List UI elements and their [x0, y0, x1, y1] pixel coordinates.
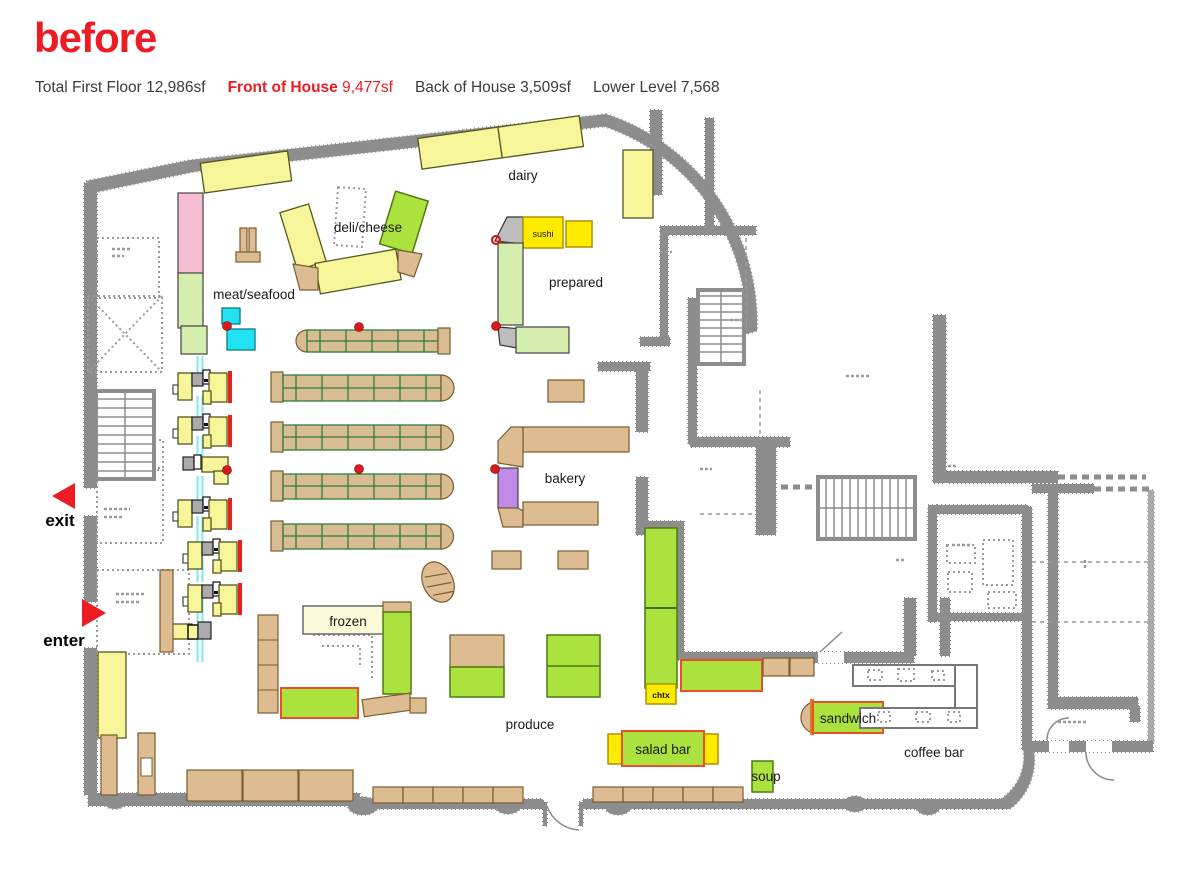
checkout-express [167, 621, 212, 640]
left-wall-fixtures [97, 569, 354, 802]
area-stats: Total First Floor 12,986sf Front of Hous… [35, 79, 720, 97]
meat-seafood-cases [177, 192, 261, 355]
stairs [94, 288, 917, 541]
sushi-case [522, 216, 564, 249]
label-dairy: dairy [508, 168, 538, 183]
label-enter: enter [43, 631, 85, 650]
label-sushi: sushi [532, 229, 553, 239]
deli-cheese-cases [279, 190, 430, 295]
scan-noise [104, 247, 1088, 724]
dairy-wall-cases [199, 114, 654, 219]
label-bakery: bakery [545, 471, 586, 486]
label-salad-bar: salad bar [635, 742, 691, 757]
label-frozen: frozen [329, 614, 367, 629]
label-deli-cheese: deli/cheese [334, 220, 402, 235]
meat-pink-case [177, 192, 204, 276]
prepared-foods-cases [494, 216, 593, 354]
bakery-counters [421, 379, 630, 603]
soup-station [751, 760, 774, 793]
grocery-gondolas [270, 327, 455, 552]
stat-back-of-house: Back of House 3,509sf [414, 79, 571, 96]
enter-arrow-icon [82, 599, 106, 627]
door-swings [546, 717, 1115, 831]
stat-front-of-house-label: Front of House [227, 79, 338, 96]
stat-front-of-house-value: 9,477sf [342, 79, 393, 96]
building-walls [83, 109, 1155, 827]
exit-arrow-icon [52, 483, 75, 509]
column-markers [222, 234, 502, 475]
frozen-label-box [302, 605, 396, 635]
checkout-small [182, 454, 229, 485]
stat-front-of-house: Front of House 9,477sf [228, 79, 393, 97]
label-produce: produce [506, 717, 555, 732]
produce-cases [449, 527, 815, 705]
label-coffee-bar: coffee bar [904, 745, 964, 760]
label-soup: soup [751, 769, 780, 784]
page-title: before [34, 14, 157, 61]
coffee-bar-counter [852, 664, 978, 729]
checkout-lanes [167, 356, 243, 668]
bakery-purple-case [497, 467, 519, 509]
label-prepared: prepared [549, 275, 603, 290]
label-exit: exit [45, 511, 75, 530]
label-meat-seafood: meat/seafood [213, 287, 295, 302]
stat-total-first-floor: Total First Floor 12,986sf [35, 79, 206, 96]
frozen-cases [257, 601, 427, 719]
salad-bar [607, 730, 719, 767]
chtx-box [645, 683, 677, 705]
bottom-wall-displays [372, 786, 744, 804]
label-chtx: chtx [652, 690, 670, 700]
label-sandwich: sandwich [820, 711, 876, 726]
stat-lower-level: Lower Level 7,568 [592, 79, 720, 96]
